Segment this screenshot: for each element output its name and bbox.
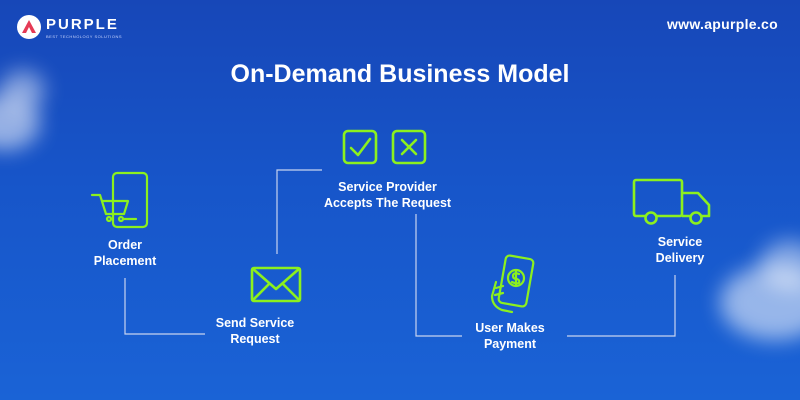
cloud-decoration	[0, 70, 45, 110]
website-url[interactable]: www.apurple.co	[666, 16, 778, 32]
step-label-provider-accepts: Service Provider Accepts The Request	[323, 180, 452, 210]
brand-logo-icon	[17, 15, 41, 39]
payment-phone-icon	[490, 254, 535, 314]
step-label-user-payment: User Makes Payment	[475, 321, 545, 351]
brand-logo[interactable]: PURPLE BEST TECHNOLOGY SOLUTIONS	[16, 14, 122, 40]
brand-name: PURPLE	[46, 16, 119, 33]
cloud-decoration	[760, 240, 800, 290]
cloud-decoration	[720, 265, 800, 340]
shopping-cart-phone-icon	[90, 171, 149, 229]
connector-payment-to-delivery	[567, 275, 676, 337]
connector-lines	[124, 169, 676, 337]
step-label-service-delivery: Service Delivery	[655, 235, 705, 265]
connector-send-to-provider	[276, 169, 322, 254]
page-title: On-Demand Business Model	[230, 60, 570, 88]
cross-box-icon	[391, 129, 427, 165]
connector-order-to-send	[124, 278, 205, 335]
envelope-icon	[250, 266, 302, 303]
check-cross-icon	[342, 129, 427, 165]
step-label-send-service-request: Send Service Request	[215, 316, 295, 346]
checkmark-box-icon	[342, 129, 378, 165]
connector-provider-to-payment	[415, 214, 462, 337]
delivery-truck-icon	[632, 178, 711, 225]
step-label-order-placement: Order Placement	[93, 238, 157, 268]
brand-tagline: BEST TECHNOLOGY SOLUTIONS	[46, 34, 123, 39]
